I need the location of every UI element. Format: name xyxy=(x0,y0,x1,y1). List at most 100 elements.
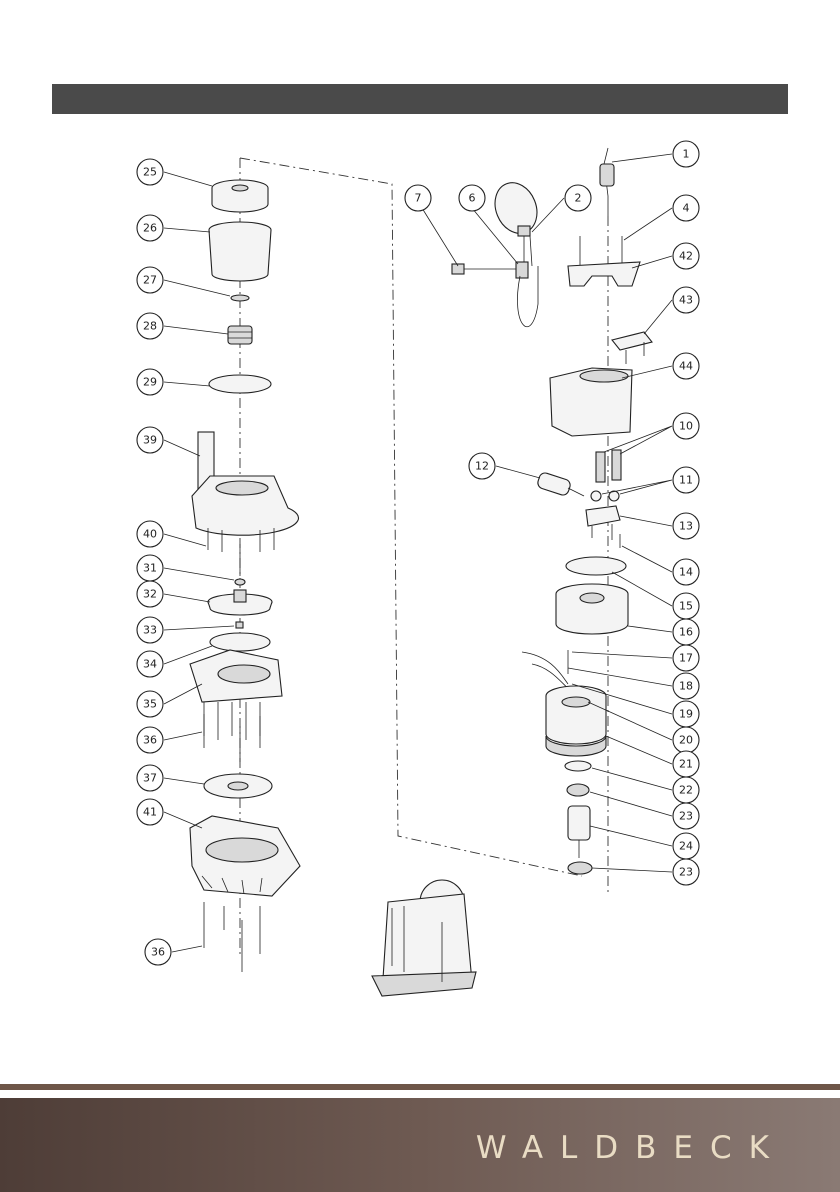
part-37-seal xyxy=(204,774,272,798)
svg-text:12: 12 xyxy=(475,460,489,473)
svg-text:23: 23 xyxy=(679,866,693,879)
part-36-screws-lower xyxy=(204,902,260,972)
brand-logo: WALDBECK xyxy=(476,1130,786,1166)
callout-42: 42 xyxy=(632,243,699,269)
part-43-bracket xyxy=(612,332,652,364)
callout-36-lower: 36 xyxy=(145,939,202,965)
part-6-float-holder xyxy=(516,262,538,327)
svg-text:41: 41 xyxy=(143,806,157,819)
part-15-plate xyxy=(566,557,626,575)
svg-text:35: 35 xyxy=(143,698,157,711)
svg-text:6: 6 xyxy=(469,192,476,205)
part-11-rings xyxy=(591,491,619,501)
callout-1: 1 xyxy=(612,141,699,167)
callout-13: 13 xyxy=(620,513,699,539)
svg-text:36: 36 xyxy=(151,946,165,959)
svg-text:10: 10 xyxy=(679,420,693,433)
svg-text:37: 37 xyxy=(143,772,157,785)
svg-text:27: 27 xyxy=(143,274,157,287)
callout-7: 7 xyxy=(405,185,458,266)
part-42-handle xyxy=(568,262,640,286)
part-22-ring xyxy=(565,761,591,771)
part-1-plug xyxy=(600,148,614,216)
svg-text:17: 17 xyxy=(679,652,693,665)
svg-text:19: 19 xyxy=(679,708,693,721)
svg-text:31: 31 xyxy=(143,562,157,575)
svg-text:15: 15 xyxy=(679,600,693,613)
exploded-view-diagram: 25 26 27 28 29 39 40 31 32 33 34 35 36 3… xyxy=(92,136,760,1006)
callout-25: 25 xyxy=(137,159,212,186)
svg-text:36: 36 xyxy=(143,734,157,747)
part-7-screw xyxy=(452,264,516,274)
svg-text:4: 4 xyxy=(683,202,690,215)
part-29-o-ring xyxy=(209,375,271,393)
svg-text:40: 40 xyxy=(143,528,157,541)
svg-text:29: 29 xyxy=(143,376,157,389)
part-26-cup xyxy=(209,222,271,281)
part-19-20-21-stator xyxy=(546,686,606,756)
part-23-bearing-upper xyxy=(567,784,589,796)
callout-14: 14 xyxy=(622,546,699,585)
callout-32: 32 xyxy=(137,581,210,607)
part-12-capacitor xyxy=(536,471,584,496)
svg-text:16: 16 xyxy=(679,626,693,639)
part-2-float-switch xyxy=(488,176,545,266)
svg-text:42: 42 xyxy=(679,250,693,263)
callout-2: 2 xyxy=(532,185,591,232)
part-27-washer xyxy=(231,295,249,301)
svg-text:25: 25 xyxy=(143,166,157,179)
part-25-cover xyxy=(212,180,268,212)
callout-12: 12 xyxy=(469,453,540,479)
callout-41: 41 xyxy=(137,799,202,828)
callout-29: 29 xyxy=(137,369,210,395)
callout-43: 43 xyxy=(644,287,699,334)
part-28-spring xyxy=(228,326,252,344)
callout-39: 39 xyxy=(137,427,200,456)
part-16-motor-top xyxy=(556,584,628,634)
part-13-terminal-block xyxy=(586,506,620,540)
part-32-impeller xyxy=(208,590,272,615)
svg-text:43: 43 xyxy=(679,294,693,307)
svg-text:44: 44 xyxy=(679,360,693,373)
part-10-sleeves xyxy=(596,450,621,482)
svg-text:33: 33 xyxy=(143,624,157,637)
svg-text:34: 34 xyxy=(143,658,157,671)
callout-37: 37 xyxy=(137,765,204,791)
callout-24: 24 xyxy=(590,826,699,859)
part-44-motor-cover xyxy=(550,368,632,436)
callout-28: 28 xyxy=(137,313,228,339)
part-34-o-ring xyxy=(210,633,270,651)
svg-text:13: 13 xyxy=(679,520,693,533)
part-23-bearing-lower xyxy=(568,862,592,874)
svg-text:7: 7 xyxy=(415,192,422,205)
footer-divider-line xyxy=(0,1084,840,1090)
svg-text:20: 20 xyxy=(679,734,693,747)
callout-16: 16 xyxy=(628,619,699,645)
svg-text:21: 21 xyxy=(679,758,693,771)
part-31-nut xyxy=(235,544,245,585)
callout-44: 44 xyxy=(622,353,699,379)
assembled-pump-illustration xyxy=(372,880,476,996)
header-bar xyxy=(52,84,788,114)
svg-text:28: 28 xyxy=(143,320,157,333)
callout-35: 35 xyxy=(137,684,202,717)
svg-text:14: 14 xyxy=(679,566,693,579)
svg-text:39: 39 xyxy=(143,434,157,447)
svg-text:26: 26 xyxy=(143,222,157,235)
callout-36-upper: 36 xyxy=(137,727,202,753)
svg-text:24: 24 xyxy=(679,840,693,853)
part-33-pin xyxy=(236,622,243,628)
callout-17: 17 xyxy=(572,645,699,671)
svg-text:22: 22 xyxy=(679,784,693,797)
callout-4: 4 xyxy=(624,195,699,240)
svg-text:18: 18 xyxy=(679,680,693,693)
part-17-18-screw-and-wires xyxy=(522,650,572,692)
svg-text:23: 23 xyxy=(679,810,693,823)
callout-26: 26 xyxy=(137,215,210,241)
part-41-base xyxy=(190,816,300,896)
callout-31: 31 xyxy=(137,555,234,581)
svg-text:1: 1 xyxy=(683,148,690,161)
part-24-rotor xyxy=(568,806,590,858)
part-39-upper-housing xyxy=(192,432,299,535)
svg-text:32: 32 xyxy=(143,588,157,601)
